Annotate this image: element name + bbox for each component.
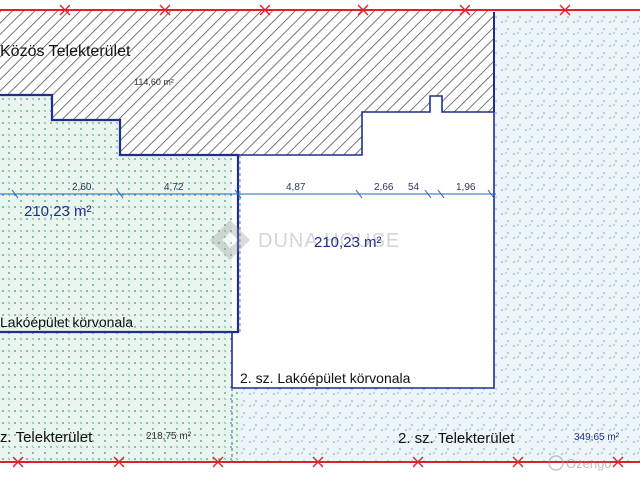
plot-2-size: 349,65 m² xyxy=(574,432,620,443)
dimension-value: 2,60 xyxy=(72,182,92,193)
building-2-label: 2. sz. Lakóépület körvonala xyxy=(240,370,411,386)
dimension-values: 2,60 4,72 4,87 2,66 54 1,96 xyxy=(72,182,476,193)
top-boundary-markers xyxy=(59,4,571,16)
plot-1-lower-area xyxy=(0,332,230,462)
floor-area-left: 210,23 m² xyxy=(24,203,92,220)
common-area-hatch xyxy=(0,10,494,155)
common-area-size: 114,60 m² xyxy=(134,77,174,87)
common-area-label: Közös Telekterület xyxy=(0,43,131,60)
plot-2-label: 2. sz. Telekterület xyxy=(398,430,515,447)
dimension-value: 2,66 xyxy=(374,182,394,193)
duna-house-watermark: DUNA HOUSE xyxy=(210,220,400,260)
bottom-boundary-markers xyxy=(12,456,624,468)
watermark-logo-icon xyxy=(210,220,250,260)
building-2-outline xyxy=(231,95,495,389)
ozengo-watermark: Ozengo xyxy=(548,455,612,471)
floor-area-right: 210,23 m² xyxy=(314,234,382,251)
dimension-ticks xyxy=(11,189,495,199)
dimension-value: 1,96 xyxy=(456,182,476,193)
ozengo-text: Ozengo xyxy=(566,456,612,471)
building-1-outline xyxy=(0,93,240,334)
plot-1-size: 218,75 m² xyxy=(146,431,192,442)
dimension-value: 4,72 xyxy=(164,182,184,193)
building-2-footprint xyxy=(232,96,494,388)
building-1-label: Lakóépület körvonala xyxy=(0,314,133,330)
dimension-value: 54 xyxy=(408,182,420,193)
plot-1-label: z. Telekterület xyxy=(0,429,93,446)
ozengo-logo-icon xyxy=(548,455,564,471)
dimension-value: 4,87 xyxy=(286,182,306,193)
watermark-text: DUNA HOUSE xyxy=(258,230,400,252)
